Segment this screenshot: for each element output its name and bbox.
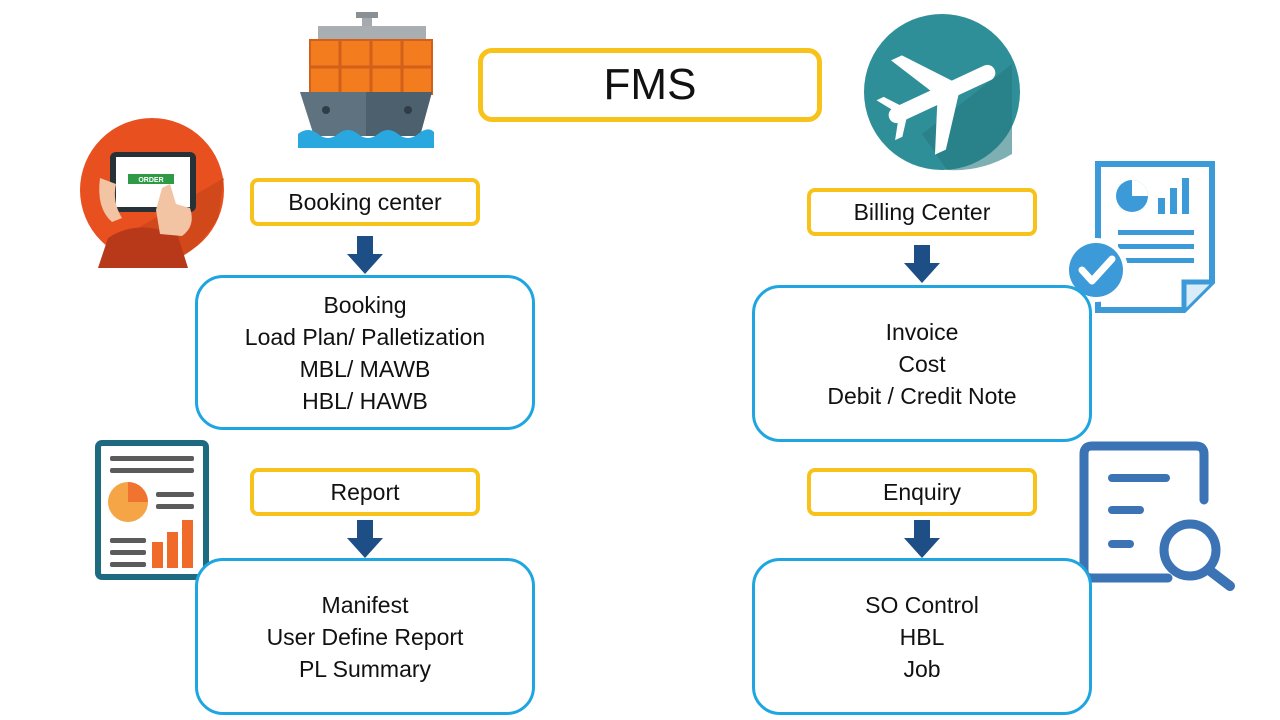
down-arrow-icon xyxy=(904,520,940,558)
down-arrow-icon xyxy=(347,520,383,558)
airplane-icon xyxy=(862,14,1022,174)
list-item: Invoice xyxy=(885,318,959,345)
order-button-text: ORDER xyxy=(138,177,163,184)
booking-center-label-text: Booking center xyxy=(288,188,442,215)
billing-functions-box: Invoice Cost Debit / Credit Note xyxy=(752,285,1092,442)
document-search-icon xyxy=(1078,440,1238,592)
list-item: HBL/ HAWB xyxy=(302,387,428,414)
booking-center-label: Booking center xyxy=(250,178,480,226)
fms-title: FMS xyxy=(603,60,697,109)
list-item: Debit / Credit Note xyxy=(827,382,1017,409)
billing-center-label: Billing Center xyxy=(807,188,1037,236)
report-functions-box: Manifest User Define Report PL Summary xyxy=(195,558,535,715)
list-item: User Define Report xyxy=(266,623,464,650)
list-item: Booking xyxy=(323,291,407,318)
list-item: Job xyxy=(903,655,941,682)
tablet-order-icon: ORDER xyxy=(78,118,228,268)
list-item: Load Plan/ Palletization xyxy=(244,323,486,350)
list-item: Manifest xyxy=(321,591,409,618)
cargo-ship-icon xyxy=(296,10,436,150)
list-item: PL Summary xyxy=(298,655,432,682)
report-label-text: Report xyxy=(330,478,400,505)
down-arrow-icon xyxy=(904,245,940,283)
billing-center-label-text: Billing Center xyxy=(853,198,991,225)
list-item: Cost xyxy=(898,350,946,377)
booking-functions-box: Booking Load Plan/ Palletization MBL/ MA… xyxy=(195,275,535,430)
list-item: MBL/ MAWB xyxy=(299,355,431,382)
report-label: Report xyxy=(250,468,480,516)
report-chart-icon xyxy=(94,440,210,580)
list-item: HBL xyxy=(899,623,945,650)
enquiry-functions-box: SO Control HBL Job xyxy=(752,558,1092,715)
list-item: SO Control xyxy=(865,591,979,618)
down-arrow-icon xyxy=(347,236,383,274)
enquiry-label: Enquiry xyxy=(807,468,1037,516)
fms-title-box: FMS xyxy=(478,48,822,122)
invoice-check-icon xyxy=(1062,160,1218,316)
enquiry-label-text: Enquiry xyxy=(883,478,961,505)
